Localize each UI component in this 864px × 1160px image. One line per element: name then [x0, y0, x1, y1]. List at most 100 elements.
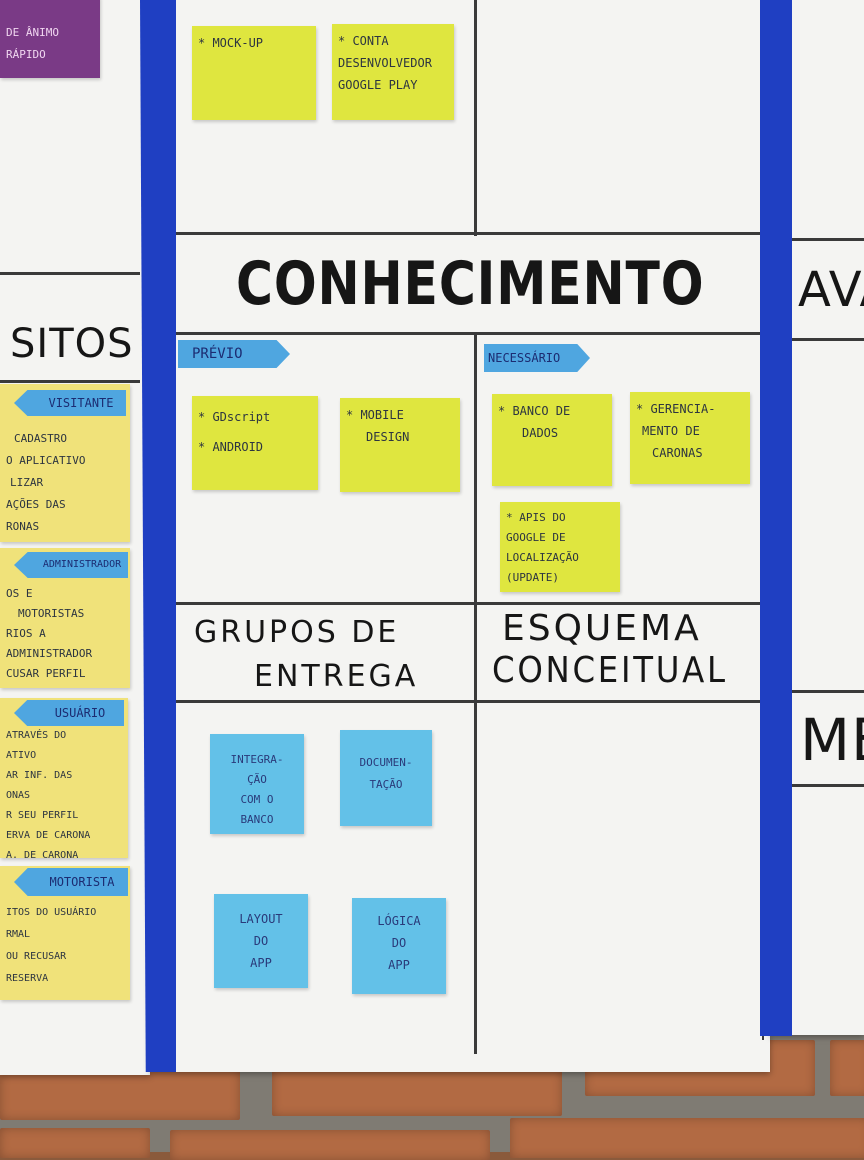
note-line: MOTORISTAS: [18, 607, 85, 620]
brick: [0, 1068, 240, 1120]
sticky-banco-de-dados: * BANCO DE DADOS: [492, 394, 612, 486]
blue-tape-right: [760, 0, 792, 1036]
brick: [272, 1068, 562, 1116]
sticky-mockup: * MOCK-UP: [192, 26, 316, 120]
sticky-documentacao: DOCUMEN- TAÇÃO: [340, 730, 432, 826]
grid-line-top-vertical: [474, 0, 477, 236]
note-line: RMAL: [6, 929, 31, 940]
note-line: RESERVA: [6, 973, 49, 984]
heading-left-partial: SITOS: [10, 321, 134, 367]
sticky-gdscript-android: * GDscript * ANDROID: [192, 396, 318, 490]
note-line: (UPDATE): [506, 571, 559, 584]
note-line: ATIVO: [6, 750, 37, 761]
note-line: BANCO: [240, 813, 274, 826]
note-line: OS E: [6, 587, 33, 600]
heading-right-partial-bottom: ME: [800, 706, 864, 774]
note-line: DE ÂNIMO: [6, 26, 59, 39]
note-line: APP: [388, 958, 410, 972]
note-line: DESIGN: [366, 430, 410, 444]
note-line: * MOBILE: [346, 408, 404, 422]
note-line: A: [6, 684, 124, 688]
heading-grupos-line2: ENTREGA: [254, 659, 419, 694]
note-line: LOCALIZAÇÃO: [506, 551, 579, 564]
note-line: * GERENCIA-: [636, 402, 716, 416]
note-line: AÇÕES DAS: [6, 498, 66, 511]
note-line: R SEU PERFIL: [6, 810, 79, 821]
sticky-conta-desenvolvedor: * CONTA DESENVOLVEDOR GOOGLE PLAY: [332, 24, 454, 120]
grid-line-right-1: [790, 238, 864, 241]
sticky-layout-app: LAYOUT DO APP: [214, 894, 308, 988]
note-line: DADOS: [522, 426, 559, 440]
sticky-logica-app: LÓGICA DO APP: [352, 898, 446, 994]
grid-line-left-2: [0, 380, 140, 383]
note-line: RONAS: [6, 520, 40, 533]
note-line: CARONAS: [652, 446, 703, 460]
note-line: DESENVOLVEDOR: [338, 56, 432, 70]
note-line: RIOS A: [6, 627, 46, 640]
grid-line-heading-top: [168, 232, 768, 235]
heading-esquema-line1: ESQUEMA: [502, 608, 702, 649]
note-line: * CONTA: [338, 34, 389, 48]
note-line: COM O: [240, 793, 274, 806]
note-line: * ANDROID: [198, 440, 264, 454]
grid-line-right-2: [790, 338, 864, 341]
tag-administrador: ADMINISTRADOR: [14, 552, 128, 578]
note-line: LÓGICA: [377, 914, 421, 928]
note-line: GOOGLE DE: [506, 531, 566, 544]
note-line: CADASTRO: [14, 432, 67, 445]
note-line: ÇÃO: [247, 773, 267, 786]
note-line: APP: [250, 956, 272, 970]
note-line: DO: [391, 936, 407, 950]
note-line: DOCUMEN-: [359, 756, 413, 769]
note-line: GOOGLE PLAY: [338, 78, 418, 92]
grid-line-heading-bottom: [168, 332, 768, 335]
note-line: TAÇÃO: [369, 778, 403, 791]
brick: [170, 1130, 490, 1160]
note-line: * BANCO DE: [498, 404, 571, 418]
sticky-mobile-design: * MOBILE DESIGN: [340, 398, 460, 492]
tag-necessario: NECESSÁRIO: [484, 344, 590, 372]
tag-visitante: VISITANTE: [14, 390, 126, 416]
heading-grupos-line1: GRUPOS DE: [194, 615, 400, 650]
grid-line-middle-vertical: [474, 334, 477, 1054]
note-line: ADMINISTRADOR: [6, 647, 93, 660]
blue-tape-left: [140, 0, 176, 1072]
note-line: ITOS DO USUÁRIO: [6, 907, 97, 918]
grid-line-grupos-top: [172, 602, 768, 605]
note-line: LIZAR: [10, 476, 44, 489]
note-line: INTEGRA-: [230, 753, 284, 766]
grid-line-left-1: [0, 272, 140, 275]
heading-conhecimento: CONHECIMENTO: [236, 249, 705, 319]
brick: [510, 1118, 864, 1158]
sticky-integracao-banco: INTEGRA- ÇÃO COM O BANCO: [210, 734, 304, 834]
grid-line-right-4: [790, 784, 864, 787]
note-line: CUSAR PERFIL: [6, 667, 86, 680]
grid-line-right-3: [790, 690, 864, 693]
note-line: OU RECUSAR: [6, 951, 67, 962]
note-line: O APLICATIVO: [6, 454, 86, 467]
note-line: * MOCK-UP: [198, 36, 264, 50]
main-paper-sheet: [150, 0, 770, 1072]
note-line: * APIS DO: [506, 511, 566, 524]
note-line: ERVA DE CARONA: [6, 830, 91, 841]
tag-previo: PRÉVIO: [178, 340, 290, 368]
sticky-purple-partial: DE ÂNIMO RÁPIDO: [0, 0, 100, 78]
note-line: RÁPIDO: [6, 48, 46, 61]
note-line: MENTO DE: [642, 424, 700, 438]
brick: [0, 1128, 150, 1158]
note-line: * GDscript: [198, 410, 271, 424]
tag-usuario: USUÁRIO: [14, 700, 124, 726]
heading-esquema-line2: CONCEITUAL: [492, 650, 728, 691]
heading-right-partial-top: AVA: [798, 262, 864, 318]
note-line: ONAS: [6, 790, 31, 801]
note-line: LAYOUT: [239, 912, 283, 926]
note-line: A. DE CARONA: [6, 850, 79, 858]
brick: [830, 1040, 864, 1096]
tag-motorista: MOTORISTA: [14, 868, 128, 896]
note-line: DO: [253, 934, 269, 948]
sticky-apis-google: * APIS DO GOOGLE DE LOCALIZAÇÃO (UPDATE): [500, 502, 620, 592]
note-line: AR INF. DAS: [6, 770, 73, 781]
grid-line-grupos-bottom: [172, 700, 768, 703]
sticky-gerenciamento-caronas: * GERENCIA- MENTO DE CARONAS: [630, 392, 750, 484]
note-line: ATRAVÉS DO: [6, 730, 67, 741]
